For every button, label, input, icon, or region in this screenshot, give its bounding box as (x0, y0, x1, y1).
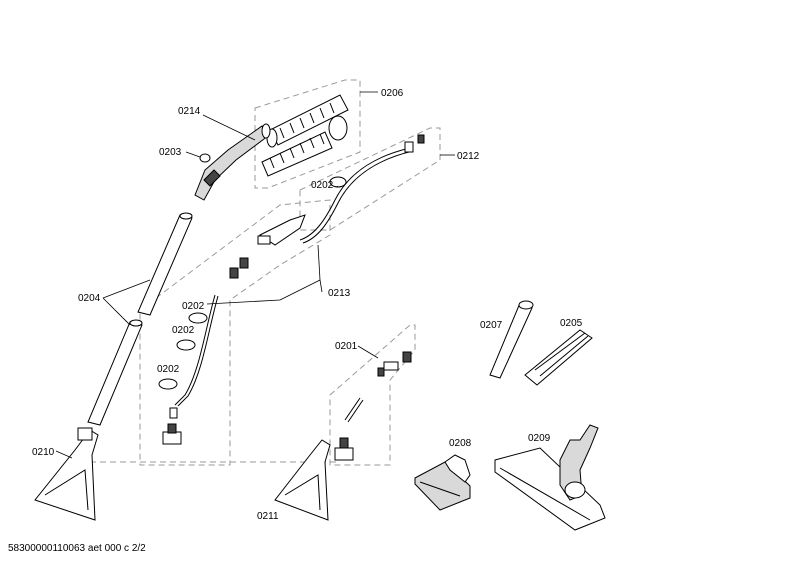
ring-0203 (199, 153, 211, 163)
group-outline-0206 (254, 79, 378, 189)
spray-hose-0213 (169, 294, 219, 419)
upholstery-nozzle-0210 (34, 427, 99, 521)
tube-0204-lower (87, 319, 143, 426)
label-0202-a: 0202 (182, 301, 205, 312)
nozzle-fitting-0213 (162, 423, 182, 445)
handle-0214 (194, 123, 271, 201)
spray-hose-0212 (299, 134, 425, 244)
floor-nozzle-0209 (494, 424, 606, 531)
label-0206: 0206 (381, 88, 404, 99)
label-0207: 0207 (480, 320, 503, 331)
small-nozzle-0208 (414, 454, 471, 511)
label-0208: 0208 (449, 438, 472, 449)
label-0205: 0205 (560, 318, 583, 329)
document-reference-footer: 58300000110063 aet 000 c 2/2 (8, 543, 146, 554)
label-0202-top: 0202 (311, 180, 334, 191)
label-0213: 0213 (328, 288, 351, 299)
trigger-valve (229, 214, 306, 279)
clamp-0202-a (188, 312, 208, 324)
group-outline-0213 (139, 199, 331, 466)
hose-0206-lower (261, 115, 348, 177)
leader-lines (55, 114, 379, 459)
label-0204: 0204 (78, 293, 101, 304)
spray-fitting-0201 (334, 351, 412, 461)
group-outline-0212 (299, 127, 455, 231)
label-0209: 0209 (528, 433, 551, 444)
upholstery-nozzle-0211 (274, 439, 331, 521)
crevice-tool-0207 (489, 300, 534, 379)
label-0201: 0201 (335, 341, 358, 352)
label-0212: 0212 (457, 151, 480, 162)
label-0211: 0211 (257, 511, 279, 522)
clamp-0202-c (158, 378, 178, 390)
clamp-0202-b (176, 339, 196, 351)
clamp-0202-top (329, 176, 347, 188)
label-0214: 0214 (178, 106, 201, 117)
label-0203: 0203 (159, 147, 182, 158)
group-outline-0201 (329, 324, 416, 466)
label-0202-c: 0202 (157, 364, 180, 375)
label-0202-b: 0202 (172, 325, 195, 336)
brush-strip-0205 (524, 329, 593, 386)
label-0210: 0210 (32, 447, 55, 458)
tube-0204-upper (137, 212, 193, 316)
